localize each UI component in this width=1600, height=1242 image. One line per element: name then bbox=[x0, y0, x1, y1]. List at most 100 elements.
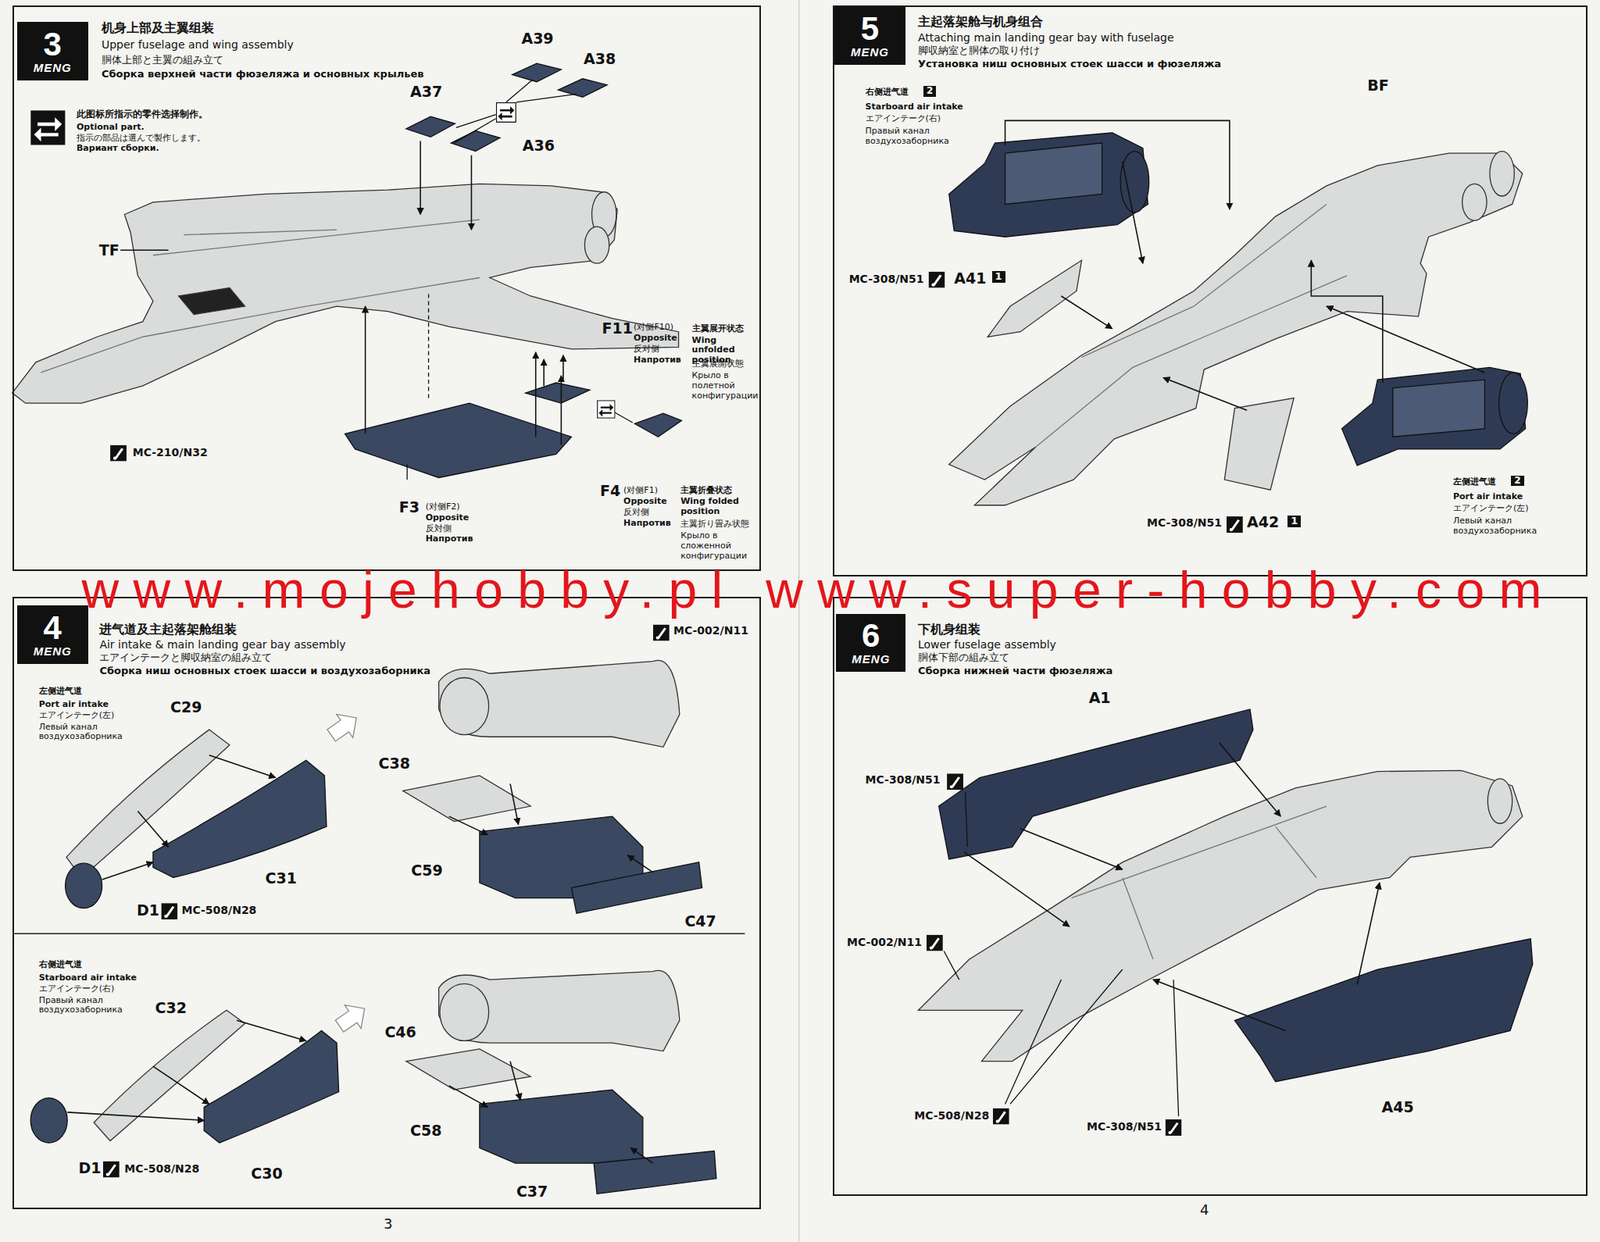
leader-lines-piece bbox=[428, 290, 429, 398]
note-text: 主翼展开状态 bbox=[692, 324, 744, 335]
note-text: (对侧F2) bbox=[425, 502, 461, 513]
part-number: C46 bbox=[384, 1024, 416, 1042]
note-text: 反对侧 bbox=[623, 507, 650, 518]
assembly-arrows-piece bbox=[542, 359, 545, 386]
paint-icons bbox=[103, 625, 670, 1179]
paint-icons-piece bbox=[1226, 516, 1243, 533]
page-number: 4 bbox=[1200, 1202, 1209, 1219]
assembly-arrows-piece bbox=[1060, 296, 1112, 329]
assembly-arrows-piece bbox=[1357, 882, 1380, 986]
paint-code: MC-308/N51 bbox=[1086, 1120, 1162, 1133]
note-text: Напротив bbox=[425, 534, 474, 545]
option-icons-piece bbox=[597, 400, 615, 418]
note-text: 主翼展開状態 bbox=[692, 359, 744, 370]
assembly-arrows-piece bbox=[102, 862, 154, 880]
leader-lines-piece bbox=[1005, 979, 1062, 1104]
note-text: 右侧进气道 bbox=[865, 87, 909, 98]
note-text: Напротив bbox=[623, 518, 672, 529]
paint-icons-piece bbox=[928, 271, 946, 289]
assembly-arrows-piece bbox=[535, 352, 537, 437]
intake-parts-dark-piece bbox=[593, 1151, 717, 1195]
part-number: C29 bbox=[170, 699, 202, 717]
upper-fuselage-piece bbox=[178, 288, 246, 315]
intake-parts-gray-piece bbox=[439, 660, 680, 747]
part-number: A45 bbox=[1381, 1099, 1414, 1117]
part-number: C37 bbox=[516, 1183, 548, 1201]
paint-code: MC-508/N28 bbox=[181, 903, 257, 917]
step-title: 进气道及主起落架舱组装 bbox=[99, 622, 237, 637]
option-icons bbox=[30, 102, 615, 461]
option-icons-piece bbox=[30, 110, 65, 145]
step-title: Air intake & main landing gear bay assem… bbox=[99, 638, 346, 651]
intake-parts-gray-piece bbox=[439, 983, 490, 1041]
note-text: 主翼折叠状态 bbox=[680, 485, 733, 497]
step-title: Сборка ниш основных стоек шасси и воздух… bbox=[99, 665, 431, 678]
note-text: エアインテーク(右) bbox=[39, 984, 115, 995]
part-number: A1 bbox=[1089, 689, 1111, 708]
part-number: A39 bbox=[521, 30, 554, 48]
new-parts-piece bbox=[557, 78, 608, 98]
intake-parts-dark-piece bbox=[479, 1089, 643, 1164]
intake-assemblies bbox=[949, 132, 1529, 466]
step-arrows-piece bbox=[323, 706, 365, 747]
lower-panels-piece bbox=[939, 709, 1254, 860]
step-title: 主起落架舱与机身组合 bbox=[917, 14, 1043, 29]
note-text: Wing folded position bbox=[680, 496, 748, 517]
step-title: 胴体下部の組み立て bbox=[917, 652, 1010, 665]
paint-icons bbox=[928, 271, 1243, 533]
step-panel: 进气道及主起落架舱组装Air intake & main landing gea… bbox=[12, 596, 762, 1210]
step-panel: 主起落架舱与机身组合Attaching main landing gear ba… bbox=[832, 5, 1589, 577]
note-text: エアインテーク(右) bbox=[865, 114, 942, 125]
brand-mark: MENG bbox=[851, 652, 890, 666]
intake-assemblies-piece bbox=[1499, 372, 1529, 434]
note-text: Правый канал воздухозаборника bbox=[865, 126, 963, 147]
step-title: Сборка верхней части фюзеляжа и основных… bbox=[101, 68, 424, 81]
leader-lines-piece bbox=[120, 250, 168, 251]
intake-parts-dark-piece bbox=[571, 862, 702, 914]
step-title: 机身上部及主翼组装 bbox=[101, 21, 215, 36]
step-title: Сборка нижней части фюзеляжа bbox=[917, 665, 1114, 678]
step-title: エアインテークと脚収納室の組み立て bbox=[99, 652, 272, 665]
assembly-arrows-piece bbox=[1310, 260, 1383, 383]
part-number: A38 bbox=[583, 50, 616, 68]
note-text: 主翼折り畳み状態 bbox=[680, 519, 750, 530]
note-text: 此图标所指示的零件选择制作。 bbox=[76, 109, 208, 121]
callout-number: 2 bbox=[923, 85, 936, 97]
panel-divider bbox=[14, 933, 745, 936]
watermark: www.mojehobby.pl www.super-hobby.com bbox=[81, 564, 1556, 616]
new-parts-piece bbox=[512, 63, 562, 83]
note-text: エアインテーク(左) bbox=[1453, 503, 1529, 515]
paint-icons-piece bbox=[103, 1161, 120, 1179]
note-text: Крыло в полетной конфигурации bbox=[692, 371, 760, 401]
step-title: Lower fuselage assembly bbox=[917, 638, 1057, 651]
part-number: F3 bbox=[399, 499, 420, 517]
intake-parts-gray-piece bbox=[439, 970, 680, 1051]
leader-lines-piece bbox=[456, 114, 497, 129]
part-number: C58 bbox=[410, 1122, 442, 1140]
step-number: 6 bbox=[861, 619, 880, 653]
upper-fuselage-piece bbox=[12, 183, 679, 404]
paint-code: MC-508/N28 bbox=[914, 1109, 990, 1122]
assembly-arrows-piece bbox=[630, 1148, 654, 1165]
leader-lines bbox=[943, 792, 1179, 1117]
assembly-arrows-piece bbox=[1122, 161, 1143, 265]
assembly-arrows-piece bbox=[449, 816, 489, 836]
part-number: TF bbox=[99, 242, 120, 260]
intake-parts-dark-piece bbox=[153, 760, 327, 878]
fuselage-bottom-piece bbox=[987, 260, 1082, 337]
step-panel: 下机身组装Lower fuselage assembly胴体下部の組み立てСбо… bbox=[832, 596, 1589, 1197]
step-badge: 6MENG bbox=[835, 614, 906, 672]
step-title: Upper fuselage and wing assembly bbox=[101, 38, 294, 51]
assembly-arrows-piece bbox=[67, 1112, 204, 1121]
part-number: C31 bbox=[265, 870, 297, 888]
step-title: 脚収納室と胴体の取り付け bbox=[917, 45, 1040, 58]
part-number: BF bbox=[1367, 77, 1389, 95]
part-number: D1 bbox=[136, 902, 160, 920]
leader-lines-piece bbox=[965, 792, 968, 848]
note-text: Port air intake bbox=[39, 700, 109, 711]
part-number: C30 bbox=[250, 1165, 283, 1183]
part-number: A42 bbox=[1246, 514, 1279, 532]
lower-panels bbox=[939, 709, 1533, 1083]
intake-parts-dark-piece bbox=[203, 1030, 339, 1143]
